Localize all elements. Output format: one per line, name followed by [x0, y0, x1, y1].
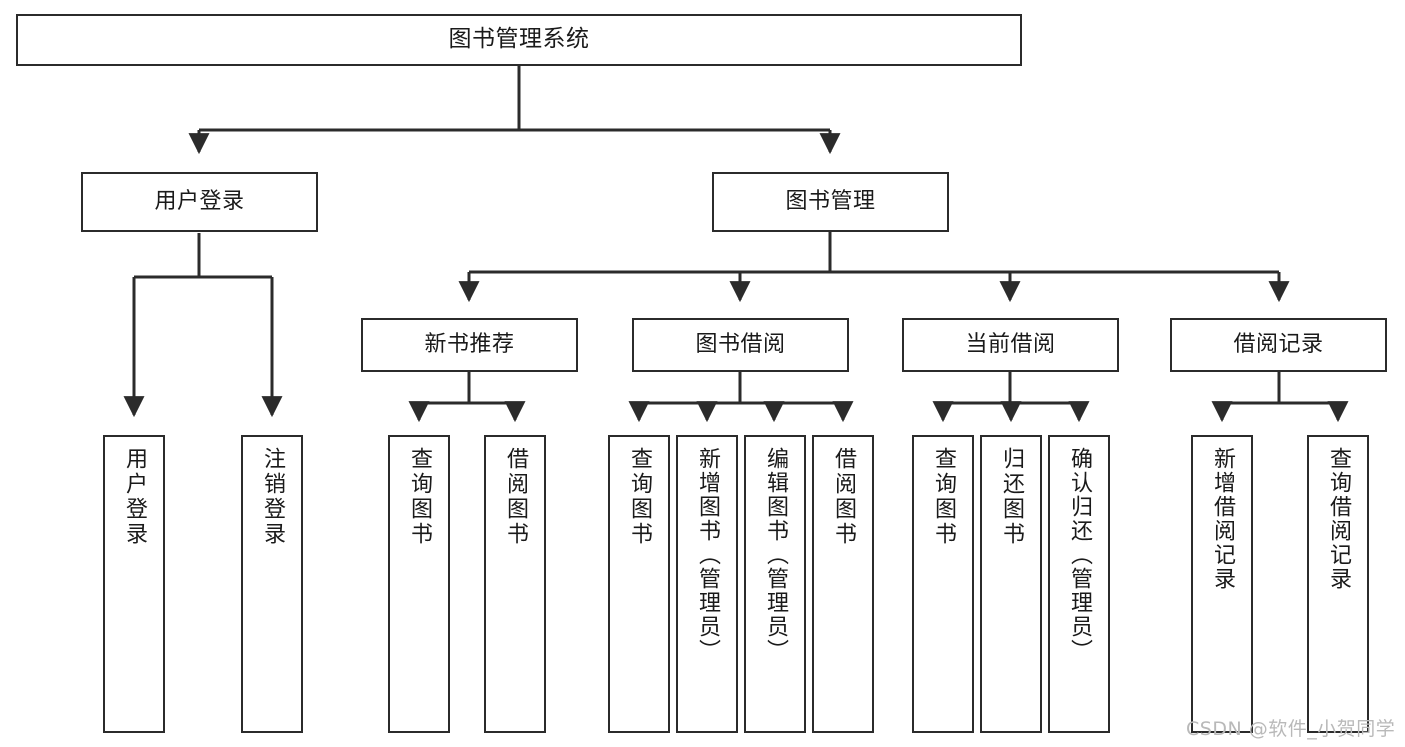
watermark-text: CSDN @软件_小贺同学: [1186, 718, 1396, 740]
node-label: 借阅记录: [1233, 332, 1324, 358]
node-label: 确认归还（管理员）: [1067, 447, 1092, 663]
node-label: 新增借阅记录: [1210, 447, 1235, 591]
leaf-borrow-record-add[interactable]: 新增借阅记录: [1191, 435, 1253, 733]
node-label: 图书借阅: [695, 332, 786, 358]
node-label: 借阅图书: [503, 447, 528, 547]
node-user-login[interactable]: 用户登录: [81, 172, 318, 232]
node-label: 查询图书: [407, 447, 432, 547]
leaf-user-login-login[interactable]: 用户登录: [103, 435, 165, 733]
leaf-new-book-borrow[interactable]: 借阅图书: [484, 435, 546, 733]
node-label: 归还图书: [999, 447, 1024, 547]
leaf-user-login-logout[interactable]: 注销登录: [241, 435, 303, 733]
node-label: 新增图书（管理员）: [695, 447, 720, 663]
leaf-current-borrow-query[interactable]: 查询图书: [912, 435, 974, 733]
leaf-book-borrow-borrow[interactable]: 借阅图书: [812, 435, 874, 733]
node-label: 用户登录: [122, 447, 147, 547]
node-label: 注销登录: [260, 447, 285, 547]
node-borrow-record[interactable]: 借阅记录: [1170, 318, 1387, 372]
leaf-book-borrow-add[interactable]: 新增图书（管理员）: [676, 435, 738, 733]
node-label: 查询图书: [931, 447, 956, 547]
node-label: 图书管理系统: [448, 26, 590, 53]
node-current-borrow[interactable]: 当前借阅: [902, 318, 1119, 372]
node-label: 图书管理: [785, 189, 876, 215]
leaf-borrow-record-query[interactable]: 查询借阅记录: [1307, 435, 1369, 733]
node-root-system[interactable]: 图书管理系统: [16, 14, 1022, 66]
node-label: 新书推荐: [424, 332, 515, 358]
node-label: 当前借阅: [965, 332, 1056, 358]
node-label: 查询借阅记录: [1326, 447, 1351, 591]
leaf-current-borrow-return[interactable]: 归还图书: [980, 435, 1042, 733]
leaf-new-book-query[interactable]: 查询图书: [388, 435, 450, 733]
leaf-book-borrow-query[interactable]: 查询图书: [608, 435, 670, 733]
node-label: 借阅图书: [831, 447, 856, 547]
node-new-book-recommend[interactable]: 新书推荐: [361, 318, 578, 372]
node-book-management[interactable]: 图书管理: [712, 172, 949, 232]
node-label: 查询图书: [627, 447, 652, 547]
leaf-book-borrow-edit[interactable]: 编辑图书（管理员）: [744, 435, 806, 733]
node-label: 编辑图书（管理员）: [763, 447, 788, 663]
node-book-borrow[interactable]: 图书借阅: [632, 318, 849, 372]
leaf-current-borrow-confirm-return[interactable]: 确认归还（管理员）: [1048, 435, 1110, 733]
node-label: 用户登录: [154, 189, 245, 215]
